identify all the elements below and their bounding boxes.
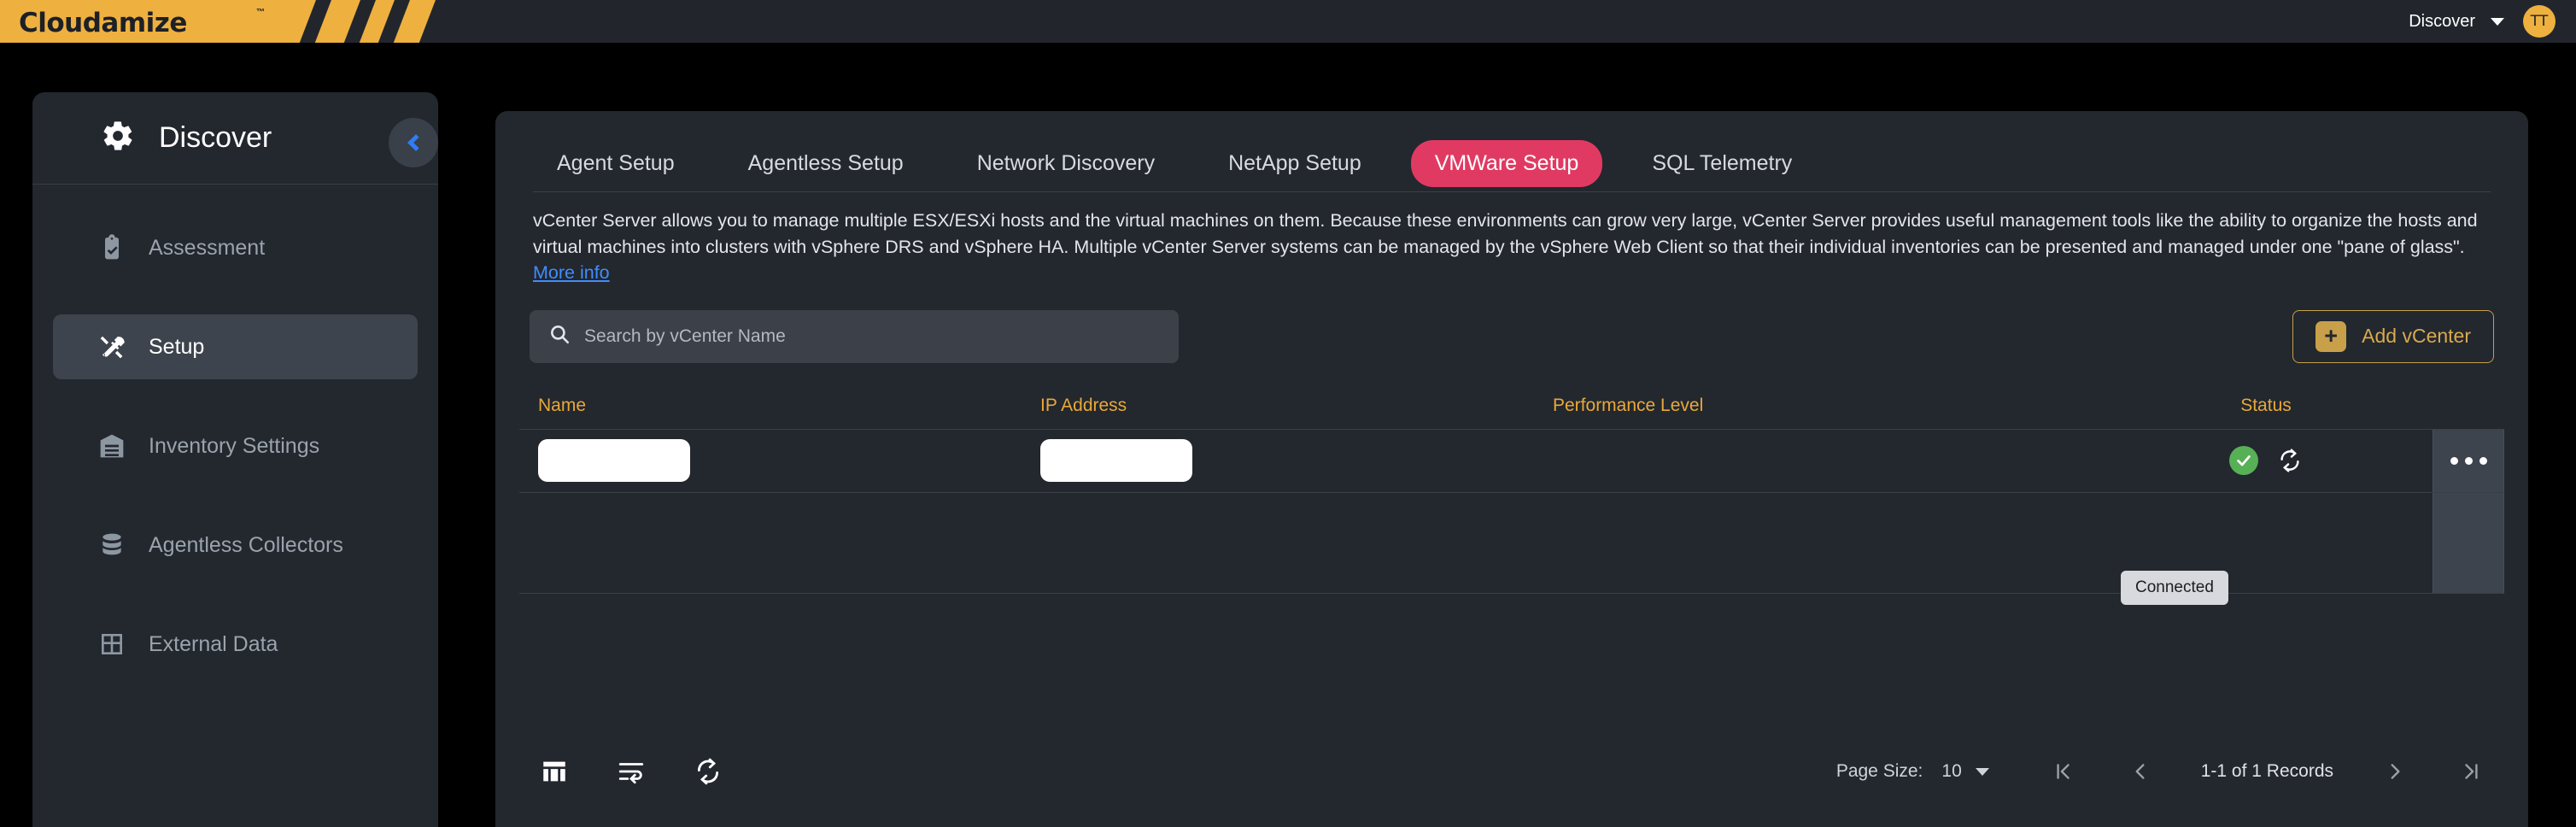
- header-actions: Discover TT: [2409, 0, 2556, 43]
- avatar[interactable]: TT: [2523, 5, 2556, 38]
- table-footer: Page Size: 10 1-1 of 1 Records: [519, 740, 2504, 803]
- sync-icon[interactable]: [2277, 448, 2303, 473]
- sidebar-title-label: Discover: [159, 121, 272, 154]
- chevron-left-icon: [407, 134, 424, 151]
- brand-logo[interactable]: Cloudamize ™: [0, 0, 448, 43]
- logo-wordmark: Cloudamize: [19, 8, 187, 38]
- tab-bar: Agent Setup Agentless Setup Network Disc…: [495, 111, 2528, 191]
- redacted-name-value: [538, 439, 690, 483]
- tab-vmware-setup[interactable]: VMWare Setup: [1410, 139, 1603, 187]
- logo-stripe-4: [414, 0, 448, 43]
- sidebar: Discover Assessment Setup Inventory Sett…: [32, 92, 438, 827]
- previous-page-button[interactable]: [2116, 760, 2163, 783]
- records-count: 1-1 of 1 Records: [2200, 761, 2333, 781]
- row-actions-button[interactable]: [2433, 429, 2504, 492]
- tab-agent-setup[interactable]: Agent Setup: [557, 150, 675, 175]
- check-circle-icon: [2229, 446, 2258, 476]
- add-vcenter-label: Add vCenter: [2362, 325, 2471, 348]
- sidebar-item-label: Inventory Settings: [149, 433, 320, 458]
- page-size-value[interactable]: 10: [1941, 761, 1962, 781]
- sidebar-item-label: Assessment: [149, 235, 266, 260]
- main-panel: Agent Setup Agentless Setup Network Disc…: [495, 111, 2528, 827]
- grid-table-icon: [97, 630, 126, 659]
- first-page-button[interactable]: [2039, 760, 2087, 783]
- account-menu-label: Discover: [2409, 11, 2475, 31]
- table-header-row: Name IP Address Performance Level Status: [519, 384, 2504, 430]
- tab-sql-telemetry[interactable]: SQL Telemetry: [1652, 150, 1793, 175]
- tab-agentless-setup[interactable]: Agentless Setup: [747, 150, 904, 175]
- next-page-button[interactable]: [2371, 760, 2419, 783]
- sidebar-item-inventory-settings[interactable]: Inventory Settings: [53, 414, 418, 478]
- column-header-status[interactable]: Status: [2240, 396, 2292, 416]
- warehouse-icon: [97, 431, 126, 460]
- description-text: vCenter Server allows you to manage mult…: [533, 191, 2491, 295]
- page-size-label: Page Size:: [1835, 761, 1923, 781]
- last-page-button[interactable]: [2448, 760, 2496, 783]
- tab-netapp-setup[interactable]: NetApp Setup: [1228, 150, 1361, 175]
- logo-stripe-2: [339, 0, 380, 43]
- table-row[interactable]: [519, 429, 2504, 493]
- chevron-down-icon: [2491, 17, 2504, 26]
- add-vcenter-button[interactable]: + Add vCenter: [2292, 309, 2494, 363]
- description-body: vCenter Server allows you to manage mult…: [533, 210, 2478, 257]
- cell-ip-address: [1040, 439, 1553, 483]
- table-empty-area: [519, 492, 2504, 594]
- plus-icon: +: [2315, 320, 2347, 352]
- sidebar-item-assessment[interactable]: Assessment: [53, 215, 418, 280]
- top-header-bar: Cloudamize ™ Discover TT: [0, 0, 2576, 43]
- sidebar-item-setup[interactable]: Setup: [53, 314, 418, 379]
- table-toolbar: + Add vCenter: [530, 309, 2494, 363]
- account-menu[interactable]: Discover: [2409, 12, 2504, 32]
- database-icon: [97, 531, 126, 560]
- sidebar-item-label: Agentless Collectors: [149, 532, 343, 557]
- search-icon: [548, 323, 571, 349]
- sidebar-item-agentless-collectors[interactable]: Agentless Collectors: [53, 513, 418, 578]
- page-size-chevron-down-icon[interactable]: [1975, 767, 1989, 776]
- text-wrap-icon[interactable]: [617, 757, 646, 786]
- tools-icon: [97, 332, 126, 361]
- redacted-ip-value: [1040, 439, 1192, 483]
- search-input[interactable]: [584, 326, 1160, 347]
- tab-network-discovery[interactable]: Network Discovery: [976, 150, 1156, 175]
- column-header-performance-level[interactable]: Performance Level: [1553, 396, 1704, 416]
- logo-stripe-1: [295, 0, 336, 43]
- sidebar-item-label: External Data: [149, 631, 278, 656]
- vcenter-table: Name IP Address Performance Level Status: [519, 384, 2504, 594]
- gear-icon: [101, 119, 135, 157]
- table-empty-actions-column: [2433, 492, 2504, 593]
- sidebar-item-external-data[interactable]: External Data: [53, 612, 418, 677]
- column-header-ip-address[interactable]: IP Address: [1040, 396, 1127, 416]
- more-info-link[interactable]: More info: [533, 262, 610, 284]
- sidebar-nav: Assessment Setup Inventory Settings Agen…: [32, 185, 438, 677]
- logo-trademark: ™: [256, 8, 265, 17]
- column-header-name[interactable]: Name: [538, 396, 587, 416]
- pagination: Page Size: 10 1-1 of 1 Records: [1836, 760, 2504, 783]
- search-box[interactable]: [530, 309, 1179, 363]
- logo-stripe-3: [373, 0, 414, 43]
- columns-icon[interactable]: [540, 757, 569, 786]
- sidebar-item-label: Setup: [149, 334, 205, 359]
- cell-status: [2099, 446, 2433, 476]
- more-options-icon: [2450, 456, 2458, 465]
- clipboard-check-icon: [97, 233, 126, 262]
- cell-name: [519, 439, 1040, 483]
- sidebar-title: Discover: [32, 92, 438, 185]
- footer-icon-group: [519, 757, 723, 786]
- status-tooltip: Connected: [2121, 571, 2228, 605]
- refresh-icon[interactable]: [694, 757, 723, 786]
- sidebar-collapse-button[interactable]: [389, 118, 438, 167]
